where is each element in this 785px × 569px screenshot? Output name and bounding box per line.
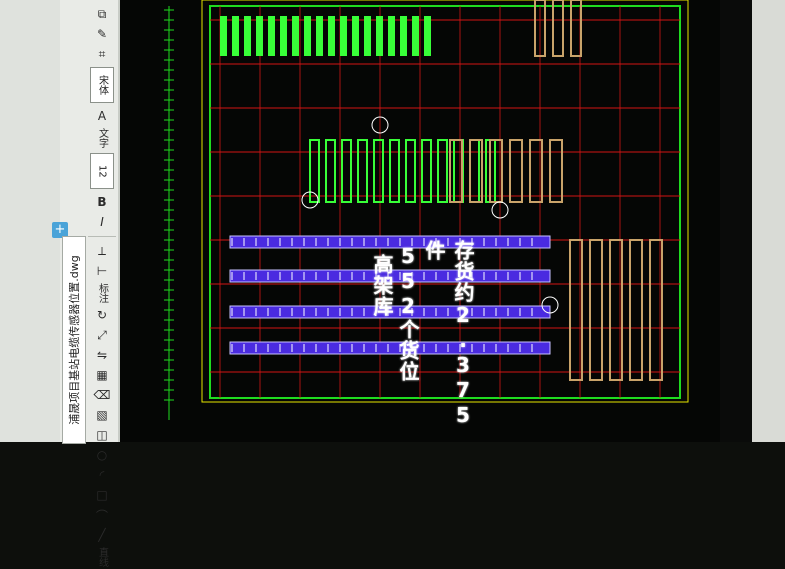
floor-plan-drawing: [164, 0, 689, 420]
rack-tan-right: [569, 239, 583, 381]
measure-icon[interactable]: ⟂: [97, 243, 106, 258]
arc-icon[interactable]: ◜: [99, 468, 105, 482]
rack-tan: [529, 139, 543, 203]
rotate-icon[interactable]: ↻: [96, 308, 108, 322]
rack-green-mid: [325, 139, 336, 203]
rack-green-top: [364, 16, 371, 56]
pallet-count-label: 552个货位: [396, 244, 420, 382]
toolbar-column-top: ⧉ ✎ ⌗ 宋体 A 文字 12 B I ⟂ ⊢ 标注 ↻ ⤢ ⇋ ▦ ⌫ ▧ …: [84, 4, 120, 569]
rack-tan-top: [552, 0, 564, 57]
rack-green-top: [304, 16, 311, 56]
rack-tan-right: [609, 239, 623, 381]
annotate-tool-label: 标注: [96, 283, 108, 303]
rack-tan-right: [589, 239, 603, 381]
cad-toolbar: + 浦晟项目基站电缆传感器位置.dwg ⧉ ✎ ⌗ 宋体 A 文字 12 B I…: [0, 0, 121, 567]
rack-purple: [229, 305, 551, 319]
rack-green-top: [292, 16, 299, 56]
file-tab-label: 浦晟项目基站电缆传感器位置.dwg: [66, 255, 82, 424]
new-tab-button[interactable]: +: [52, 222, 68, 238]
array-icon[interactable]: ▦: [96, 368, 108, 382]
rack-tan: [549, 139, 563, 203]
region-icon[interactable]: ◫: [96, 428, 108, 442]
bold-button[interactable]: B: [97, 195, 107, 209]
rack-green-top: [352, 16, 359, 56]
format-icon[interactable]: ⌗: [98, 46, 106, 61]
straight-line-label: 直线: [96, 547, 108, 567]
scale-icon[interactable]: ⤢: [97, 327, 107, 342]
rack-tan: [449, 139, 463, 203]
rack-tan-right: [629, 239, 643, 381]
rack-green-mid: [341, 139, 352, 203]
dimension-icon[interactable]: ⊢: [96, 264, 108, 278]
rack-green-top: [220, 16, 227, 56]
rack-green-top: [424, 16, 431, 56]
column-circle: [541, 296, 559, 314]
rack-green-top: [340, 16, 347, 56]
text-size-icon[interactable]: A: [97, 109, 107, 123]
rack-green-top: [268, 16, 275, 56]
rack-purple: [229, 341, 551, 355]
toolbar-background-strip: [0, 0, 60, 442]
text-tool-label: 文字: [96, 128, 108, 148]
polyline-icon[interactable]: ⌒: [95, 508, 108, 523]
rack-purple: [229, 269, 551, 283]
rack-green-mid: [469, 139, 480, 203]
font-field[interactable]: 宋体: [90, 67, 114, 103]
rack-tan: [489, 139, 503, 203]
rack-green-top: [316, 16, 323, 56]
column-circle: [301, 191, 319, 209]
capacity-label: 存货约2.375件: [422, 240, 475, 428]
building-outer-line: [201, 0, 689, 403]
mirror-icon[interactable]: ⇋: [96, 348, 108, 362]
rect-icon[interactable]: □: [96, 488, 108, 502]
column-circle: [491, 201, 509, 219]
rack-green-top: [412, 16, 419, 56]
column-circle: [371, 116, 389, 134]
file-tab[interactable]: 浦晟项目基站电缆传感器位置.dwg: [62, 236, 86, 444]
copy-icon[interactable]: ⧉: [97, 6, 107, 21]
separator: [88, 236, 116, 237]
rack-green-top: [400, 16, 407, 56]
rack-green-top: [244, 16, 251, 56]
rack-green-mid: [309, 139, 320, 203]
rack-green-top: [280, 16, 287, 56]
rack-green-mid: [373, 139, 384, 203]
rack-tan-top: [534, 0, 546, 57]
rack-green-top: [376, 16, 383, 56]
hatch-icon[interactable]: ▧: [96, 408, 108, 422]
size-field[interactable]: 12: [90, 153, 114, 189]
erase-icon[interactable]: ⌫: [93, 388, 111, 402]
rack-green-mid: [405, 139, 416, 203]
line-icon[interactable]: ╱: [98, 528, 106, 542]
italic-button[interactable]: I: [100, 215, 104, 229]
rack-green-mid: [421, 139, 432, 203]
rack-tan: [509, 139, 523, 203]
pencil-icon[interactable]: ✎: [96, 27, 108, 41]
rack-green-mid: [437, 139, 448, 203]
rack-green-top: [328, 16, 335, 56]
rack-green-mid: [389, 139, 400, 203]
building-outline: [209, 5, 681, 399]
rack-green-top: [232, 16, 239, 56]
rack-green-mid: [357, 139, 368, 203]
cad-drawing-canvas[interactable]: 高架库 552个货位 存货约2.375件: [120, 0, 720, 442]
file-ext: .dwg: [68, 255, 81, 282]
rack-tan-right: [649, 239, 663, 381]
rack-green-top: [388, 16, 395, 56]
warehouse-title: 高架库: [370, 254, 394, 317]
file-title: 浦晟项目基站电缆传感器位置: [68, 281, 81, 425]
right-panel: [752, 0, 785, 442]
rack-tan: [469, 139, 483, 203]
rack-green-top: [256, 16, 263, 56]
rack-purple: [229, 235, 551, 249]
circle-icon[interactable]: ○: [96, 448, 108, 462]
rack-tan-top: [570, 0, 582, 57]
